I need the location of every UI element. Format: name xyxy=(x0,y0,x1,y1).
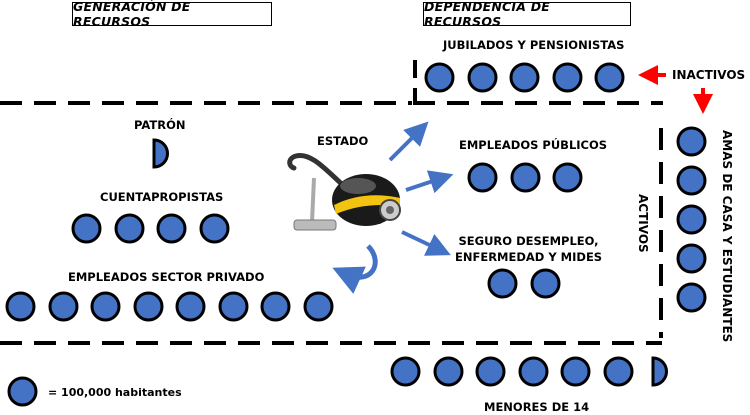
person-circle-icon xyxy=(5,291,36,322)
generation-title: GENERACIÓN DE RECURSOS xyxy=(72,0,272,29)
vacuum-cleaner-icon xyxy=(287,152,401,231)
seguro-label-line1: SEGURO DESEMPLEO, xyxy=(458,234,599,248)
person-circle-icon xyxy=(475,356,506,387)
top-dash-right xyxy=(413,101,663,105)
person-circle-icon xyxy=(530,268,561,299)
inactivos-label: INACTIVOS xyxy=(672,68,746,82)
top-dash-left xyxy=(0,101,412,105)
person-circle-icon xyxy=(303,291,334,322)
legend-label: = 100,000 habitantes xyxy=(48,386,182,399)
patron-label: PATRÓN xyxy=(134,118,186,132)
person-circle-icon xyxy=(676,204,707,235)
seguro-label: SEGURO DESEMPLEO, ENFERMEDAD Y MIDES xyxy=(455,233,602,265)
person-circle-icon xyxy=(156,213,187,244)
legend-person-circle-icon xyxy=(7,376,38,407)
cuentapropistas-label: CUENTAPROPISTAS xyxy=(100,190,224,204)
person-circle-icon xyxy=(645,356,676,387)
person-circle-icon xyxy=(676,165,707,196)
person-circle-icon xyxy=(260,291,291,322)
arrow-icon-to-seguro xyxy=(401,230,451,256)
person-circle-icon xyxy=(114,213,145,244)
privado-label: EMPLEADOS SECTOR PRIVADO xyxy=(68,270,265,284)
person-circle-icon xyxy=(390,356,421,387)
person-circle-icon xyxy=(560,356,591,387)
person-circle-icon xyxy=(594,62,625,93)
person-circle-icon xyxy=(518,356,549,387)
seguro-label-line2: ENFERMEDAD Y MIDES xyxy=(455,250,603,264)
top-dash-step xyxy=(413,60,417,104)
person-circle-icon xyxy=(175,291,206,322)
arrow-icon-to-publicos xyxy=(405,170,454,194)
person-circle-icon xyxy=(552,62,583,93)
person-circle-icon xyxy=(487,268,518,299)
person-circle-icon xyxy=(467,62,498,93)
person-circle-icon xyxy=(90,291,121,322)
publicos-label: EMPLEADOS PÚBLICOS xyxy=(459,138,608,152)
arrow-icon-to-jubilados xyxy=(388,121,429,162)
curved-arrow-icon xyxy=(332,244,378,294)
dependency-title: DEPENDENCIA DE RECURSOS xyxy=(423,0,631,29)
person-circle-icon xyxy=(424,62,455,93)
person-circle-icon xyxy=(199,213,230,244)
person-circle-icon xyxy=(71,213,102,244)
person-circle-icon xyxy=(676,243,707,274)
estado-label: ESTADO xyxy=(317,134,369,148)
person-circle-icon xyxy=(509,62,540,93)
right-dash xyxy=(659,128,663,338)
person-circle-icon xyxy=(603,356,634,387)
person-circle-icon xyxy=(467,162,498,193)
person-circle-icon xyxy=(146,138,177,169)
person-circle-icon xyxy=(510,162,541,193)
bottom-dash xyxy=(0,341,662,345)
person-circle-icon xyxy=(676,126,707,157)
person-circle-icon xyxy=(218,291,249,322)
person-circle-icon xyxy=(133,291,164,322)
menores-label: MENORES DE 14 xyxy=(484,400,590,414)
person-circle-icon xyxy=(676,282,707,313)
jubilados-label: JUBILADOS Y PENSIONISTAS xyxy=(443,38,625,52)
person-circle-icon xyxy=(48,291,79,322)
person-circle-icon xyxy=(552,162,583,193)
person-circle-icon xyxy=(433,356,464,387)
